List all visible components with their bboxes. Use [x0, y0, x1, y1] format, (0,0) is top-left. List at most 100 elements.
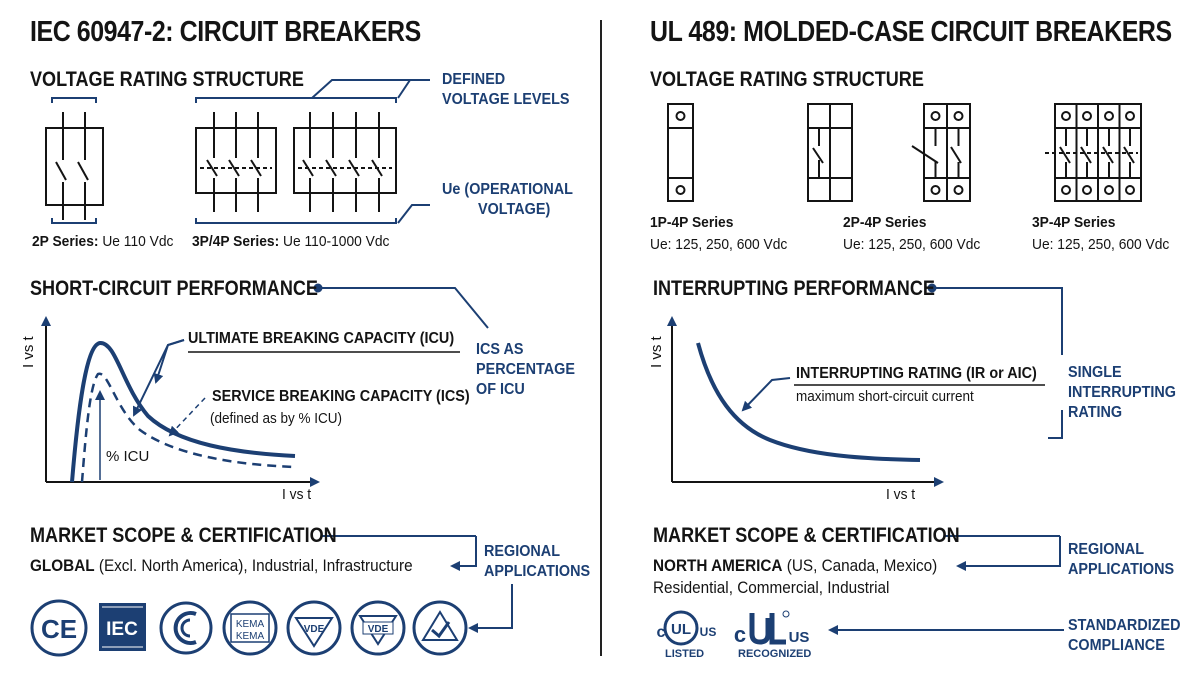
iec-market-connectors	[322, 535, 513, 633]
svg-text:VDE: VDE	[368, 624, 389, 635]
ul-series-2p-value: Ue: 125, 250, 600 Vdc	[843, 236, 981, 253]
iec-2p-series-value: Ue 110 Vdc	[102, 233, 174, 250]
iec-34p-series-name: 3P/4P Series:	[192, 233, 280, 250]
ul-series-1p-name: 1P-4P Series	[650, 214, 734, 231]
ul-single-rating-note: SINGLE INTERRUPTING RATING	[1068, 363, 1176, 423]
svg-text:IEC: IEC	[106, 619, 138, 640]
ul-series-1p-value: Ue: 125, 250, 600 Vdc	[650, 236, 788, 253]
iec-ratio-line-2: PERCENTAGE	[476, 361, 575, 378]
ul-compliance-line-2: COMPLIANCE	[1068, 637, 1165, 654]
iec-defined-voltage-note: DEFINED VOLTAGE LEVELS	[442, 70, 569, 110]
kema-mark-icon: KEMA KEMA	[222, 600, 278, 656]
ul-rating-label: INTERRUPTING RATING (IR or AIC)	[796, 365, 1037, 382]
ce-mark-icon: CE	[30, 599, 88, 657]
svg-text:UL: UL	[671, 621, 691, 638]
ul-single-rating-connector	[927, 283, 1063, 439]
ul-compliance-note: STANDARDIZED COMPLIANCE	[1068, 616, 1181, 656]
svg-text:c: c	[657, 624, 666, 641]
ul-series-2p-name: 2P-4P Series	[843, 214, 927, 231]
iec-service-sub: (defined as by % ICU)	[210, 410, 343, 427]
ul-compliance-line-1: STANDARDIZED	[1068, 617, 1181, 634]
iec-regional-line-1: REGIONAL	[484, 543, 561, 560]
cb-scheme-icon	[159, 601, 213, 655]
ul-single-rating-line-3: RATING	[1068, 404, 1123, 421]
ul-curve-chart	[667, 316, 1045, 487]
ul-series-3p-value: Ue: 125, 250, 600 Vdc	[1032, 236, 1170, 253]
iec-operational-voltage-line-1: Ue (OPERATIONAL	[442, 181, 573, 198]
iec-2p-series-label: 2P Series: Ue 110 Vdc	[32, 233, 173, 250]
iec-2p-breaker-icon	[45, 97, 104, 224]
ul-series-3p: 3P-4P Series Ue: 125, 250, 600 Vdc	[1032, 212, 1169, 256]
ul-title: UL 489: MOLDED-CASE CIRCUIT BREAKERS	[650, 16, 1172, 48]
rcm-mark-icon	[412, 600, 468, 656]
ul-regional-line-2: APPLICATIONS	[1068, 561, 1175, 578]
iec-ratio-line-1: ICS AS	[476, 341, 524, 358]
iec-ultimate-curve	[70, 341, 296, 483]
iec-4p-breaker-icon	[293, 112, 397, 212]
ul-single-rating-line-1: SINGLE	[1068, 364, 1122, 381]
iec-34p-series-value: Ue 110-1000 Vdc	[283, 233, 390, 250]
ul-y-axis-label: I vs t	[648, 336, 665, 368]
ul-scope-segments: Residential, Commercial, Industrial	[653, 578, 890, 597]
svg-text:VDE: VDE	[304, 624, 325, 635]
ul-x-axis-label: I vs t	[886, 486, 916, 503]
ul-1p-breaker-icon	[667, 103, 694, 202]
ul-rating-sub: maximum short-circuit current	[796, 388, 974, 405]
iec-ratio-note: ICS AS PERCENTAGE OF ICU	[476, 340, 575, 400]
iec-service-label: SERVICE BREAKING CAPACITY (ICS)	[212, 388, 470, 405]
ul-listed-mark-icon: UL c US	[657, 610, 717, 646]
vde-certified-icon: VDE	[350, 600, 406, 656]
ul-series-1p: 1P-4P Series Ue: 125, 250, 600 Vdc	[650, 212, 787, 256]
iec-regional-line-2: APPLICATIONS	[484, 563, 591, 580]
ul-single-rating-line-2: INTERRUPTING	[1068, 384, 1176, 401]
iec-market-heading: MARKET SCOPE & CERTIFICATION	[30, 524, 337, 547]
ul-performance-heading: INTERRUPTING PERFORMANCE	[653, 277, 935, 300]
iec-performance-heading: SHORT-CIRCUIT PERFORMANCE	[30, 277, 318, 300]
iec-market-scope: GLOBAL (Excl. North America), Industrial…	[30, 556, 413, 576]
svg-text:US: US	[700, 625, 717, 639]
ul-series-3p-name: 3P-4P Series	[1032, 214, 1116, 231]
ul-series-2p: 2P-4P Series Ue: 125, 250, 600 Vdc	[843, 212, 980, 256]
iec-operational-voltage-note: Ue (OPERATIONAL VOLTAGE)	[442, 180, 573, 220]
ul-scope-detail: (US, Canada, Mexico)	[782, 556, 938, 575]
iec-ratio-connector	[313, 283, 489, 329]
iec-percent-label: % ICU	[106, 448, 150, 465]
iec-curve-chart	[41, 316, 460, 487]
ul-recognized-mark-icon: c US	[734, 610, 809, 647]
iec-scope-region: GLOBAL	[30, 556, 95, 575]
svg-text:c: c	[734, 622, 746, 647]
ul-regional-line-1: REGIONAL	[1068, 541, 1145, 558]
iec-defined-voltage-line-1: DEFINED	[442, 71, 506, 88]
iec-defined-voltage-line-2: VOLTAGE LEVELS	[442, 91, 570, 108]
ul-voltage-heading: VOLTAGE RATING STRUCTURE	[650, 68, 924, 91]
iec-3p-breaker-icon	[195, 112, 277, 212]
iec-y-axis-label: I vs t	[20, 336, 37, 368]
ul-market-connectors	[828, 535, 1064, 635]
ul-interrupting-curve	[696, 342, 921, 462]
iec-voltage-heading: VOLTAGE RATING STRUCTURE	[30, 68, 304, 91]
ul-3p4p-breaker-icon	[1045, 103, 1142, 202]
iec-2p-series-name: 2P Series:	[32, 233, 99, 250]
iec-operational-voltage-line-2: VOLTAGE)	[478, 201, 551, 218]
ul-2p-breaker-icon	[807, 103, 853, 202]
ul-listed-label: LISTED	[665, 648, 705, 660]
svg-text:CE: CE	[41, 614, 77, 644]
iec-x-axis-label: I vs t	[282, 486, 312, 503]
iec-voltage-brackets	[195, 79, 430, 224]
vde-mark-icon: VDE	[286, 600, 342, 656]
iec-title: IEC 60947-2: CIRCUIT BREAKERS	[30, 16, 421, 48]
ul-recognized-label: RECOGNIZED	[738, 648, 812, 660]
svg-text:KEMA: KEMA	[236, 631, 265, 642]
iec-logo-icon: IEC	[99, 603, 146, 651]
ul-2p4p-breaker-icon	[911, 103, 971, 202]
svg-text:KEMA: KEMA	[236, 619, 265, 630]
iec-regional-note: REGIONAL APPLICATIONS	[484, 542, 590, 582]
iec-ultimate-label: ULTIMATE BREAKING CAPACITY (ICU)	[188, 330, 455, 347]
iec-scope-detail: (Excl. North America), Industrial, Infra…	[94, 556, 413, 575]
iec-ratio-line-3: OF ICU	[476, 381, 525, 398]
ul-regional-note: REGIONAL APPLICATIONS	[1068, 540, 1174, 580]
ul-market-heading: MARKET SCOPE & CERTIFICATION	[653, 524, 960, 547]
ul-market-scope: NORTH AMERICA (US, Canada, Mexico)	[653, 556, 937, 576]
iec-34p-series-label: 3P/4P Series: Ue 110-1000 Vdc	[192, 233, 389, 250]
